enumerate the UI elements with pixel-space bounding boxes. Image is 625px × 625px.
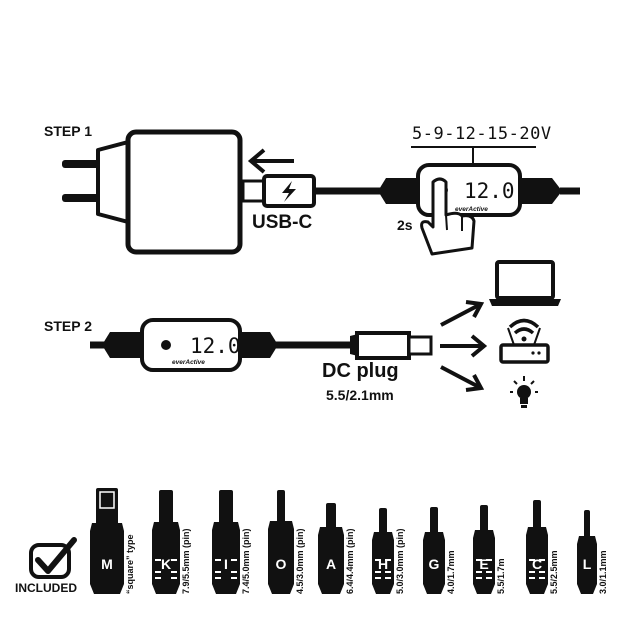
tip-i: I 7.4/5.0mm (pin) [212, 490, 251, 594]
included-check-icon [29, 537, 77, 579]
tip-c: C 5.5/2.5mm [526, 500, 559, 594]
tip-size-label: 7.4/5.0mm (pin) [241, 528, 251, 594]
tips-row: M “square” type K 7.9/5.5mm (pin) I 7.4/5.0mm… [90, 488, 608, 594]
voltage-display: 12.0 [464, 179, 515, 203]
bulb-icon [510, 376, 538, 408]
output-arrows [440, 300, 488, 392]
tip-letter: E [479, 556, 488, 572]
tip-size-label: 4.5/3.0mm (pin) [295, 528, 305, 594]
tip-size-label: 7.9/5.5mm (pin) [181, 528, 191, 594]
tip-e: E 5.5/1.7m [473, 505, 506, 594]
tip-size-label: 5.5/1.7m [496, 558, 506, 594]
tip-a: A 6.4/4.4mm (pin) [318, 503, 355, 594]
laptop-icon [489, 260, 561, 306]
tip-letter: O [276, 556, 287, 572]
tip-letter: G [429, 556, 440, 572]
tip-o: O 4.5/3.0mm (pin) [268, 490, 305, 594]
tip-letter: K [161, 556, 171, 572]
tip-size-label: 5.5/2.5mm [549, 550, 559, 594]
tip-size-label: 3.0/1.1mm [598, 550, 608, 594]
dc-plug-icon [350, 331, 433, 360]
dc-plug-label: DC plug [322, 360, 399, 382]
router-icon [499, 318, 550, 364]
wall-charger-icon [62, 129, 243, 255]
tip-letter: A [326, 556, 336, 572]
tip-letter: M [101, 556, 113, 572]
tip-letter: L [583, 556, 592, 572]
voltage-controller-output: 12.0 everActive [140, 318, 242, 372]
voltage-options: 5-9-12-15-20V [412, 124, 552, 144]
brand-logo: everActive [455, 206, 488, 213]
tip-size-label: 5.0/3.0mm (pin) [395, 528, 405, 594]
tip-letter: C [532, 556, 542, 572]
dc-plug-size: 5.5/2.1mm [326, 387, 394, 403]
tip-letter: H [378, 556, 388, 572]
tip-l: L 3.0/1.1mm [577, 510, 608, 594]
step2-label: STEP 2 [44, 318, 92, 334]
hold-time: 2s [397, 217, 413, 233]
tip-m: M “square” type [90, 488, 135, 594]
usb-c-connector-icon [241, 174, 316, 208]
included-label: INCLUDED [15, 581, 77, 595]
tip-k: K 7.9/5.5mm (pin) [152, 490, 191, 594]
tip-size-label: “square” type [125, 534, 135, 594]
lightning-icon [282, 181, 296, 202]
finger-press-icon [420, 177, 476, 256]
tip-g: G 4.0/1.7mm [423, 507, 456, 594]
brand-logo-output: everActive [172, 359, 205, 366]
tip-h: H 5.0/3.0mm (pin) [372, 508, 405, 594]
voltage-display-output: 12.0 [190, 334, 241, 358]
usb-c-label: USB-C [252, 212, 312, 233]
tip-letter: I [224, 556, 228, 572]
tip-size-label: 4.0/1.7mm [446, 550, 456, 594]
insert-arrow-icon [247, 148, 294, 174]
step1-label: STEP 1 [44, 123, 92, 139]
tip-size-label: 6.4/4.4mm (pin) [345, 528, 355, 594]
